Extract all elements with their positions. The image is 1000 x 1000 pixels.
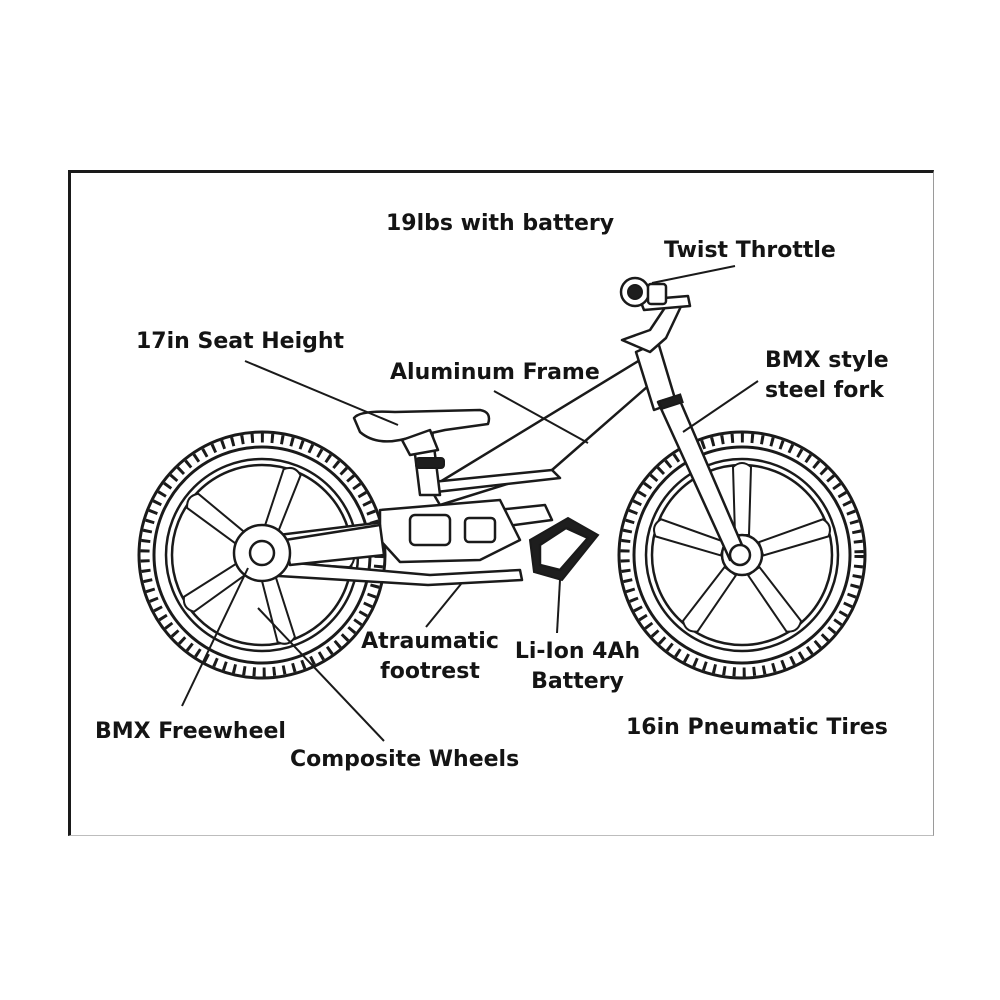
footrest-label-line-2: footrest [380, 659, 480, 684]
front-wheel-icon [617, 430, 867, 680]
freewheel-label: BMX Freewheel [95, 719, 286, 744]
tires-label: 16in Pneumatic Tires [626, 715, 888, 740]
fork-label-line-2: steel fork [765, 378, 884, 403]
seat-height-label: 17in Seat Height [136, 329, 345, 354]
seat-icon [352, 408, 491, 457]
weight-label: 19lbs with battery [386, 211, 615, 236]
aluminum-frame-label: Aluminum Frame [390, 360, 600, 385]
battery-label-line-2: Battery [531, 669, 624, 694]
footrest-label-line-1: Atraumatic [361, 629, 499, 654]
composite-wheels-label: Composite Wheels [290, 747, 520, 772]
handlebar-icon [619, 276, 692, 354]
battery-icon [528, 516, 600, 582]
motor-icon [232, 498, 522, 583]
battery-label-line-1: Li-Ion 4Ah [514, 639, 641, 664]
twist-throttle-label: Twist Throttle [664, 238, 836, 263]
diagram-frame [68, 170, 934, 836]
fork-label-line-1: BMX style [765, 348, 889, 373]
leader-lines [181, 265, 759, 742]
